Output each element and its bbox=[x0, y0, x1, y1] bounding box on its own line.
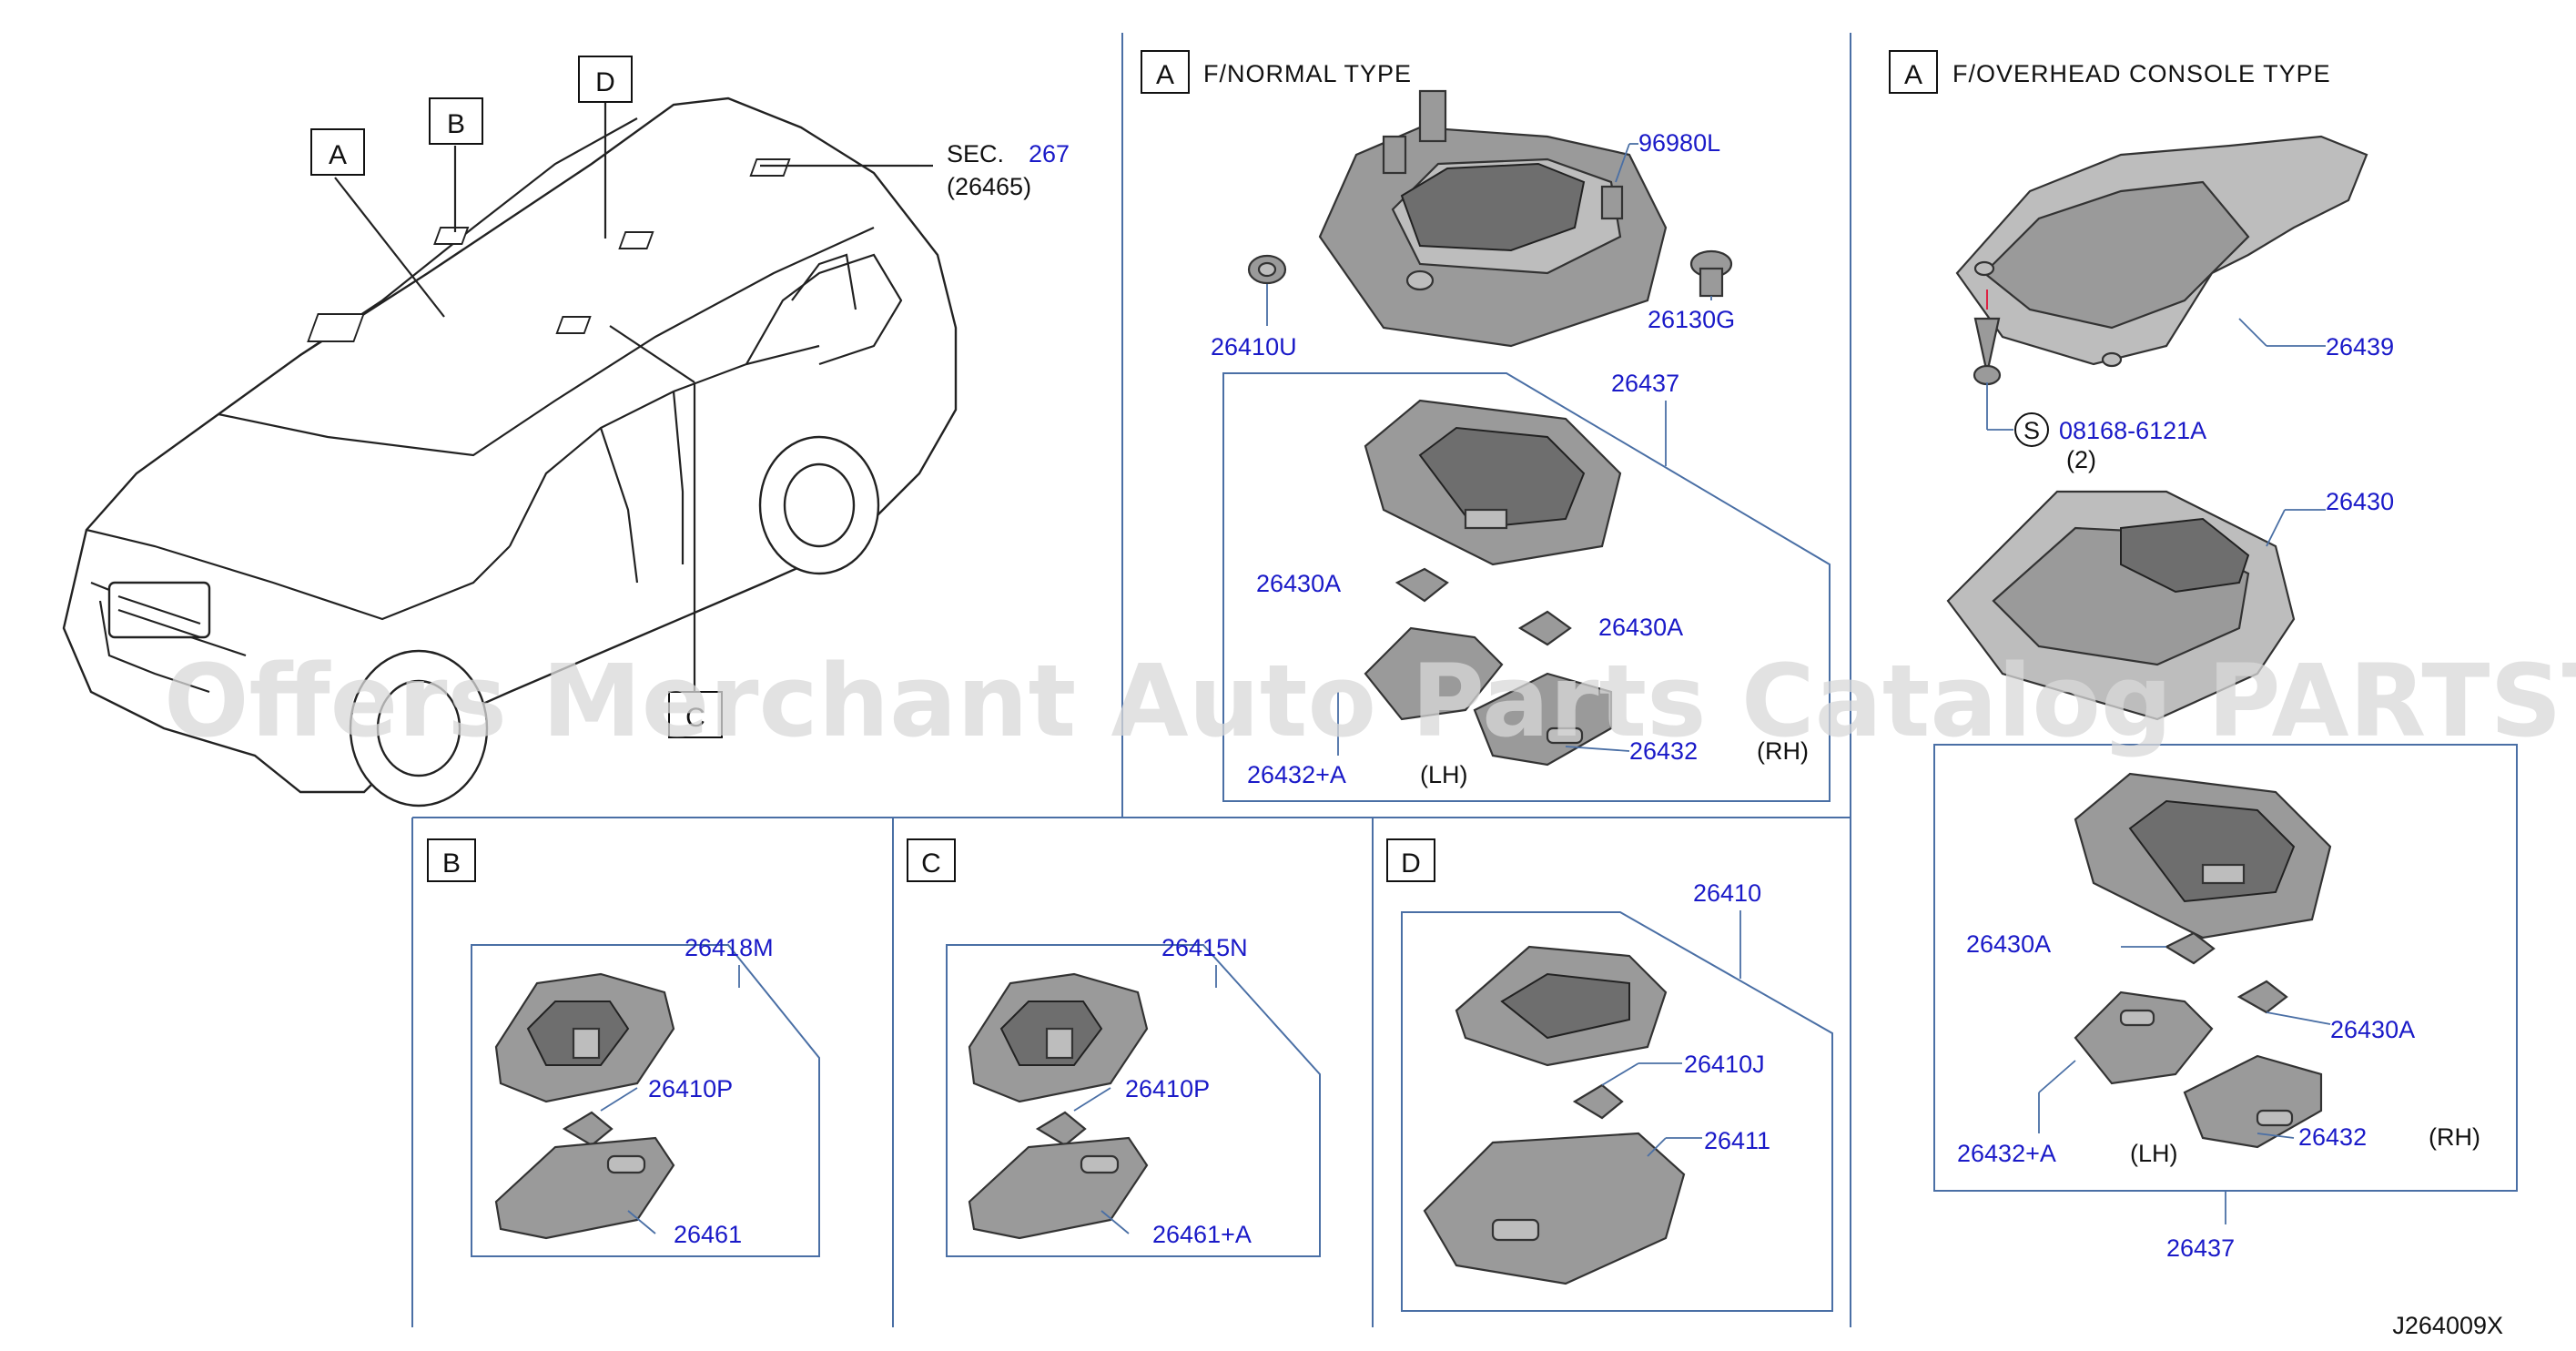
section-b-box-label: B bbox=[442, 848, 461, 879]
part-96980l[interactable] bbox=[1318, 89, 1668, 348]
part-26410j-bulb[interactable] bbox=[1572, 1083, 1624, 1120]
part-label-26410u[interactable]: 26410U bbox=[1211, 333, 1297, 361]
section-b: B 26418M 26410P 26461 bbox=[427, 838, 820, 1257]
part-label-26430a-1[interactable]: 26430A bbox=[1256, 570, 1341, 597]
part-26430a-bulb-overhead-2[interactable] bbox=[2236, 980, 2288, 1014]
screw-s-mark: S bbox=[2023, 417, 2040, 444]
part-26418m[interactable] bbox=[494, 972, 675, 1103]
part-label-08168-6121a[interactable]: 08168-6121A bbox=[2059, 417, 2206, 444]
part-lamp-base-normal bbox=[1364, 399, 1622, 566]
part-26439-bracket[interactable] bbox=[1955, 135, 2368, 368]
part-26432-lens-rh[interactable] bbox=[1473, 672, 1613, 767]
callout-box-a: A bbox=[310, 128, 365, 176]
label-lh-normal: (LH) bbox=[1420, 761, 1468, 788]
section-d-box-label: D bbox=[1401, 848, 1421, 879]
part-label-96980l[interactable]: 96980L bbox=[1638, 129, 1720, 157]
part-label-26432-normal[interactable]: 26432 bbox=[1629, 737, 1698, 765]
label-rh-normal: (RH) bbox=[1757, 737, 1809, 765]
part-26432-lens-overhead[interactable] bbox=[2183, 1054, 2323, 1149]
part-26410-lamp[interactable] bbox=[1455, 945, 1668, 1067]
part-26415n[interactable] bbox=[968, 972, 1149, 1103]
watermark-text: Offers Merchant Auto Parts Catalog PARTS… bbox=[164, 643, 2576, 759]
part-label-26130g[interactable]: 26130G bbox=[1648, 306, 1735, 333]
callout-b-label: B bbox=[447, 109, 465, 139]
part-label-26432-overhead[interactable]: 26432 bbox=[2298, 1123, 2367, 1151]
part-label-26415n[interactable]: 26415N bbox=[1161, 934, 1248, 961]
callout-d-label: D bbox=[595, 67, 615, 97]
part-26130g[interactable] bbox=[1689, 249, 1733, 298]
part-label-26411[interactable]: 26411 bbox=[1704, 1127, 1770, 1154]
sec-number-link[interactable]: 267 bbox=[1029, 140, 1070, 168]
sec-ref: (26465) bbox=[947, 173, 1031, 200]
callout-box-c: C bbox=[668, 691, 723, 738]
section-a-overhead: A F/OVERHEAD CONSOLE TYPE 26439 S 08168-… bbox=[1889, 50, 2518, 1262]
section-a-overhead-box-label: A bbox=[1904, 60, 1922, 90]
callout-c-label: C bbox=[685, 703, 705, 733]
part-label-26432a[interactable]: 26432+A bbox=[1247, 761, 1346, 788]
part-26432a-lens-lh[interactable] bbox=[1364, 626, 1504, 721]
part-label-26430a-overhead-2[interactable]: 26430A bbox=[2330, 1016, 2415, 1043]
sec-text: SEC. bbox=[947, 140, 1004, 168]
part-screw-08168[interactable] bbox=[1973, 317, 2002, 386]
callout-box-d: D bbox=[578, 56, 633, 103]
part-26432a-lens-overhead[interactable] bbox=[2074, 990, 2214, 1085]
part-label-26432a-overhead[interactable]: 26432+A bbox=[1957, 1140, 2056, 1167]
part-26461a[interactable] bbox=[968, 1136, 1149, 1240]
part-label-26439[interactable]: 26439 bbox=[2326, 333, 2394, 361]
part-label-26430[interactable]: 26430 bbox=[2326, 488, 2394, 515]
part-label-26410p-c[interactable]: 26410P bbox=[1125, 1075, 1210, 1102]
part-26410p-b[interactable] bbox=[562, 1111, 614, 1147]
part-label-26410[interactable]: 26410 bbox=[1693, 879, 1761, 907]
callout-box-b: B bbox=[429, 97, 483, 145]
part-26430a-bulb-1[interactable] bbox=[1394, 567, 1449, 603]
part-label-26410p-b[interactable]: 26410P bbox=[648, 1075, 733, 1102]
vehicle-illustration bbox=[62, 96, 958, 808]
section-a-normal-title: F/NORMAL TYPE bbox=[1203, 60, 1412, 87]
part-26430-console[interactable] bbox=[1946, 490, 2296, 721]
part-26461[interactable] bbox=[494, 1136, 675, 1240]
part-label-26437-overhead[interactable]: 26437 bbox=[2166, 1234, 2235, 1262]
part-26411-lens[interactable] bbox=[1423, 1132, 1686, 1285]
part-label-26430a-overhead-1[interactable]: 26430A bbox=[1966, 930, 2051, 958]
part-label-26461[interactable]: 26461 bbox=[674, 1221, 742, 1248]
label-lh-overhead: (LH) bbox=[2130, 1140, 2178, 1167]
section-a-normal: A F/NORMAL TYPE 96980L 26410U 26130G bbox=[1141, 50, 1831, 802]
part-26430a-bulb-2[interactable] bbox=[1517, 610, 1572, 646]
part-label-26430a-2[interactable]: 26430A bbox=[1598, 614, 1683, 641]
section-a-overhead-title: F/OVERHEAD CONSOLE TYPE bbox=[1952, 60, 2331, 87]
screw-quantity: (2) bbox=[2066, 446, 2096, 473]
part-label-26461a[interactable]: 26461+A bbox=[1152, 1221, 1252, 1248]
diagram-id: J264009X bbox=[2392, 1312, 2503, 1339]
part-26410p-c[interactable] bbox=[1035, 1111, 1087, 1147]
callout-a-label: A bbox=[329, 140, 347, 170]
section-a-normal-box-label: A bbox=[1156, 60, 1174, 90]
section-d: D 26410 26410J 26411 bbox=[1386, 838, 1833, 1312]
section-dividers bbox=[411, 33, 1851, 1327]
part-label-26437-normal[interactable]: 26437 bbox=[1611, 370, 1679, 397]
section-c-box-label: C bbox=[921, 848, 941, 879]
part-label-26410j[interactable]: 26410J bbox=[1684, 1051, 1765, 1078]
label-rh-overhead: (RH) bbox=[2429, 1123, 2480, 1151]
part-lamp-base-overhead bbox=[2074, 772, 2332, 940]
part-26410u[interactable] bbox=[1247, 254, 1287, 285]
part-26430a-bulb-overhead-1[interactable] bbox=[2164, 931, 2216, 965]
part-label-26418m[interactable]: 26418M bbox=[685, 934, 774, 961]
section-c: C 26415N 26410P 26461+A bbox=[907, 838, 1321, 1257]
